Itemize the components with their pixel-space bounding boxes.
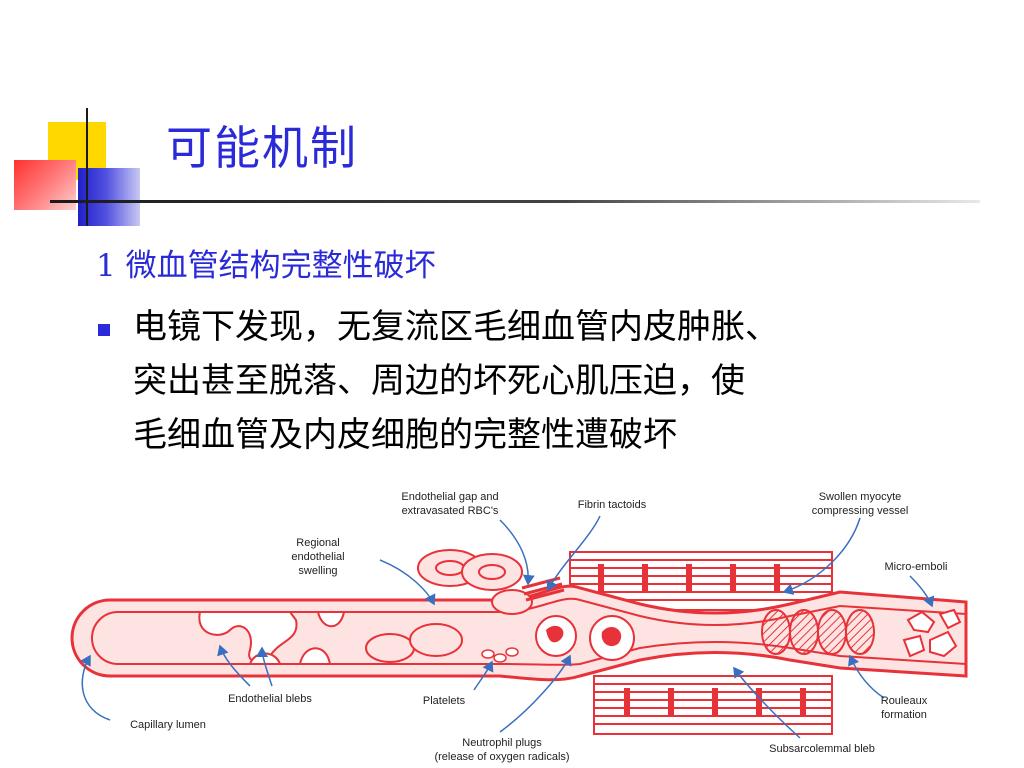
label-blebs: Endothelial blebs (228, 693, 312, 705)
decor-vertical-line (86, 108, 88, 226)
title-underline (50, 200, 980, 203)
slide-subtitle: 1 微血管结构完整性破坏 (96, 248, 436, 284)
label-lumen: Capillary lumen (130, 719, 206, 731)
slide-title: 可能机制 (166, 121, 358, 175)
capillary-vessel (70, 584, 968, 682)
label-neutrophil-line2: (release of oxygen radicals) (434, 751, 569, 763)
bullet-line-2: 突出甚至脱落、周边的坏死心肌压迫，使 (133, 361, 745, 401)
label-emboli: Micro-emboli (885, 561, 948, 573)
decor-blue-square (78, 168, 140, 226)
label-rouleaux-line2: formation (881, 709, 927, 721)
label-gap-line1: Endothelial gap and (401, 491, 498, 503)
neutrophil-plugs (535, 615, 635, 661)
label-regional-line1: Regional (296, 537, 339, 549)
label-platelets: Platelets (423, 695, 466, 707)
label-myocyte-line2: compressing vessel (812, 505, 909, 517)
label-subsarcolemmal: Subsarcolemmal bleb (769, 743, 875, 755)
rouleaux-formation (761, 609, 875, 655)
label-myocyte-line1: Swollen myocyte (819, 491, 902, 503)
label-rouleaux-line1: Rouleaux (881, 695, 928, 707)
platelets (481, 647, 519, 663)
label-gap-line2: extravasated RBC's (402, 505, 499, 517)
bullet-marker (98, 324, 110, 336)
bullet-text: 电镜下发现，无复流区毛细血管内皮肿胀、 突出甚至脱落、周边的坏死心肌压迫，使 毛… (133, 300, 1013, 462)
label-regional-line2: endothelial (291, 551, 344, 563)
myocyte-block-bottom (593, 675, 833, 735)
leader-arrows (80, 515, 935, 739)
bullet-line-1: 电镜下发现，无复流区毛细血管内皮肿胀、 (133, 307, 779, 347)
bullet-line-3: 毛细血管及内皮细胞的完整性遭破坏 (133, 415, 677, 455)
label-regional-line3: swelling (298, 565, 337, 577)
label-fibrin: Fibrin tactoids (578, 499, 647, 511)
red-blood-cells (365, 549, 533, 663)
capillary-diagram: Endothelial gap and extravasated RBC's F… (70, 491, 968, 763)
label-neutrophil-line1: Neutrophil plugs (462, 737, 542, 749)
micro-emboli (902, 608, 962, 658)
